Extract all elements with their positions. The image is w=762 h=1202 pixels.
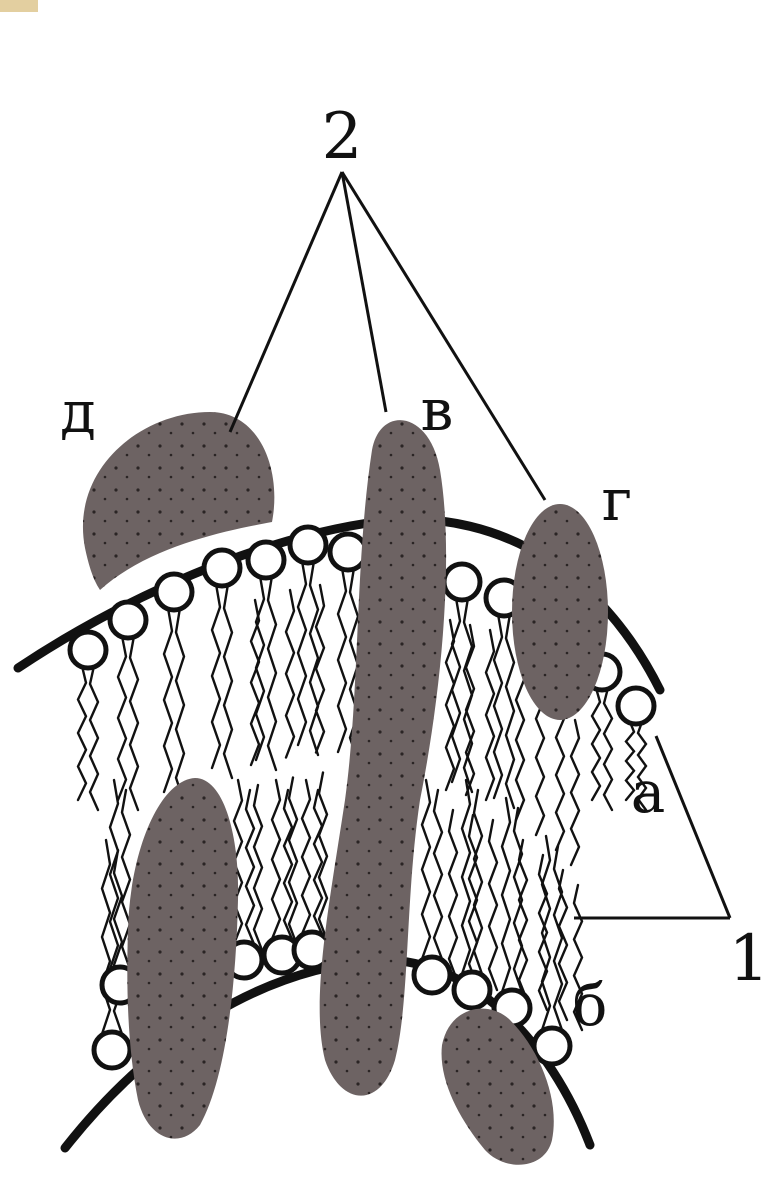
lipid-head [454,972,490,1008]
lipid-tail [286,590,294,758]
protein-integral-left [127,778,238,1139]
protein-peripheral-inner [442,1009,554,1165]
lipid-head [248,542,284,578]
lipid-tail [130,636,138,810]
protein-d [83,412,274,590]
lipid-tail [502,798,510,992]
lipid-tail [338,568,346,752]
lipid-tail [102,840,110,1034]
lipid-tail [298,561,306,745]
lipid-head [110,602,146,638]
lipid-tail [254,785,262,950]
lipid-tail [434,790,442,959]
lipid-tail [506,614,514,808]
lipid-tail [592,688,600,800]
lipid-tail [118,636,126,800]
lipid-tail [486,630,494,800]
lipid-tail [246,790,254,944]
lipid-head [618,688,654,724]
lipid-head [444,564,480,600]
lipid-tail [176,608,184,802]
lipid-head [290,527,326,563]
lipid-tail [90,666,98,810]
lipid-head [156,574,192,610]
lipid-tail [494,614,502,798]
lipid-head [414,957,450,993]
lipid-tail [302,780,310,934]
label-a: а [631,758,666,826]
lipid-tail [446,620,454,790]
label-v: в [421,376,454,444]
lipid-tail [422,780,430,959]
lipid-tail [78,666,86,800]
label-d: д [60,378,96,446]
lipid-tail [519,840,527,1000]
lipid-tail [449,810,457,980]
lipid-tail [516,660,524,820]
lipid-tail [554,846,562,1030]
lipid-head [330,534,366,570]
lipid-tail [556,700,564,850]
lipid-head [204,550,240,586]
label-b: б [573,971,608,1039]
label-g: г [602,466,632,534]
lipid-tail [272,780,280,939]
label-1: 1 [729,922,762,996]
lipid-tail [164,608,172,792]
lipid-tail [310,561,318,755]
lipid-tail [268,576,276,770]
lipid-tail [489,820,497,990]
lipid-tail [452,598,460,782]
lipid-tail [571,720,579,865]
lipid-head [94,1032,130,1068]
lipid-head [70,632,106,668]
lipid-tail [224,584,232,778]
protein-g [512,504,608,720]
lipid-tail [251,600,259,765]
label-2: 2 [322,100,363,174]
lipid-tail [212,584,220,768]
lipid-head [534,1028,570,1064]
lipid-tail [604,688,612,810]
